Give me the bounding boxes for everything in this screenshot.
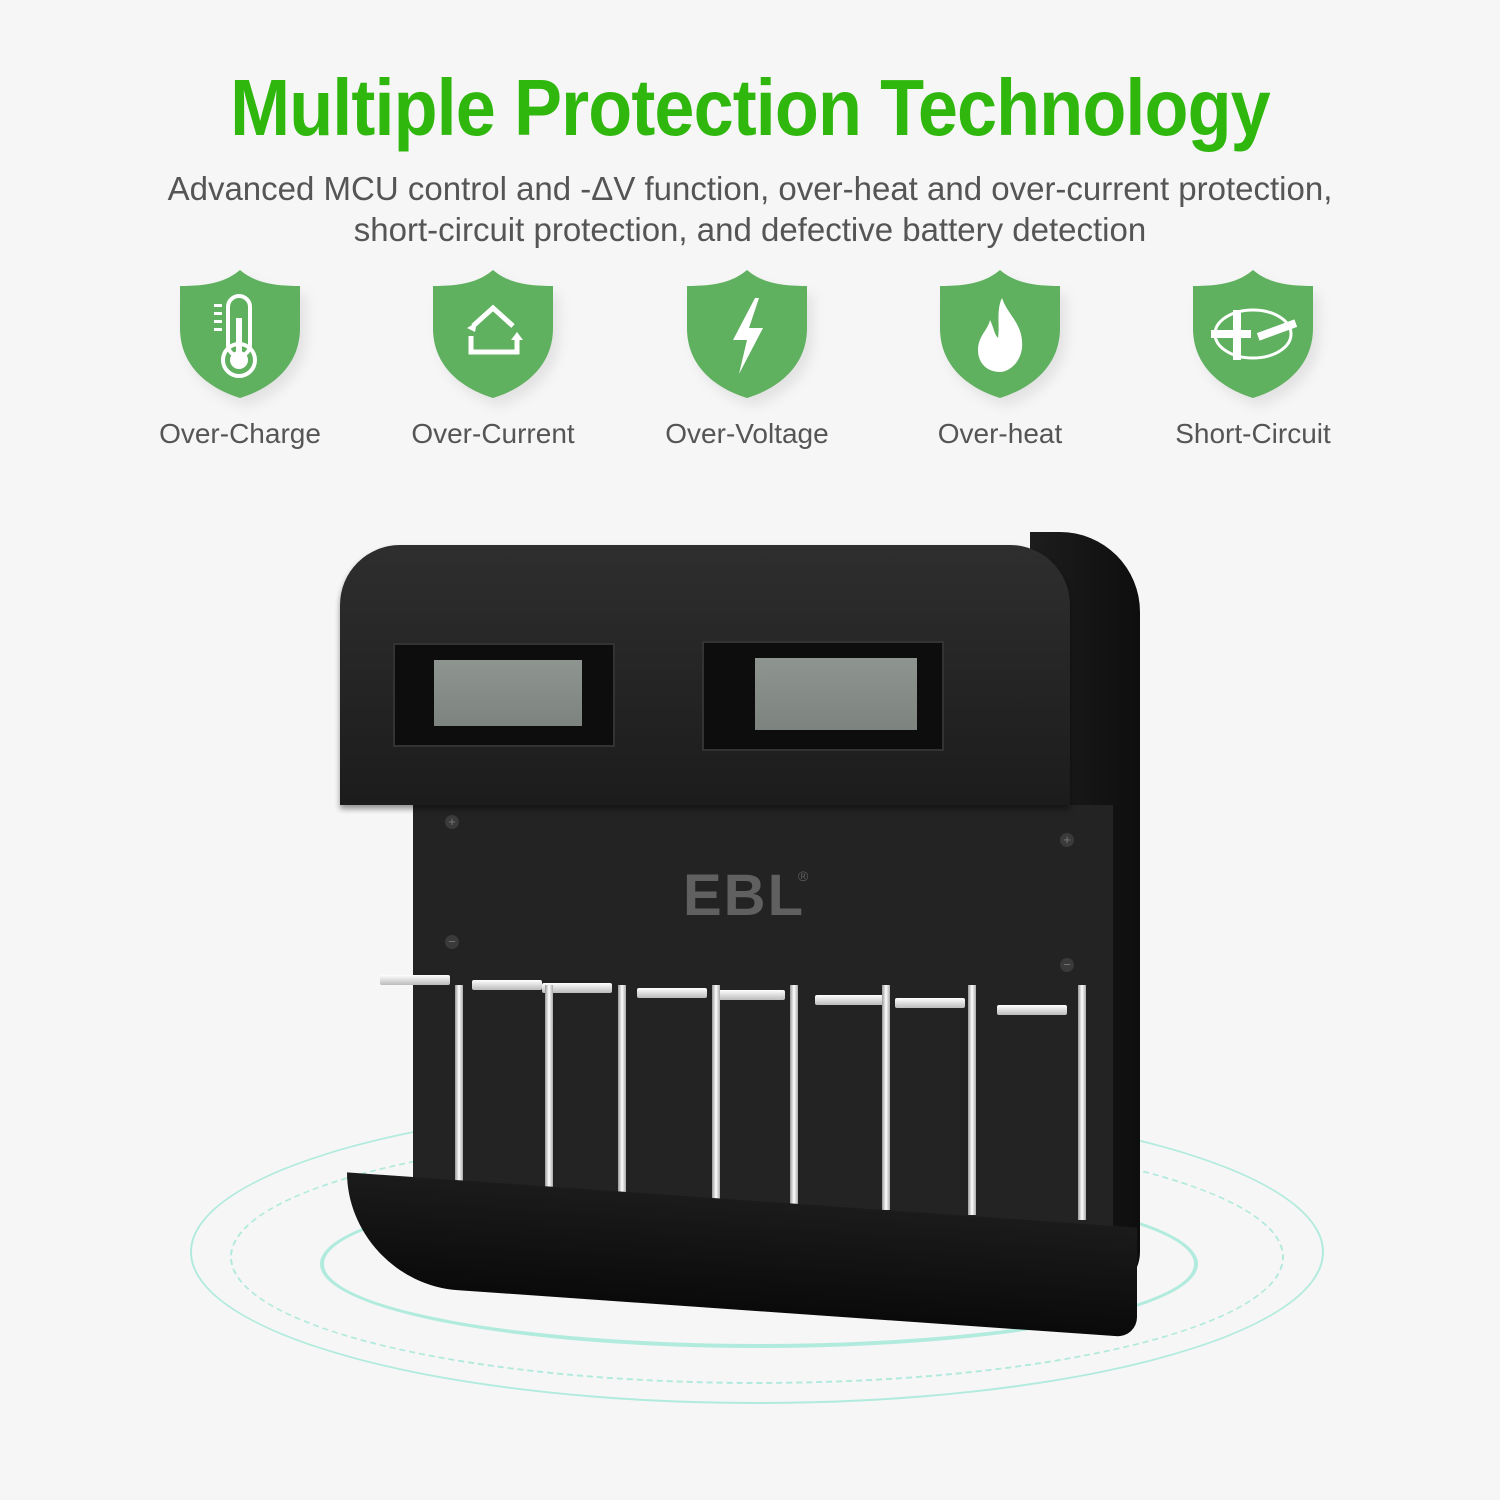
feature-short-circuit: Short-Circuit xyxy=(1133,268,1373,450)
slot-contact xyxy=(895,998,965,1008)
slot-contact xyxy=(715,990,785,1000)
flame-icon xyxy=(940,270,1060,398)
minus-marker: − xyxy=(445,935,459,949)
feature-label: Short-Circuit xyxy=(1175,418,1331,449)
registered-mark: ® xyxy=(798,868,809,884)
lcd-screen-left xyxy=(434,660,582,726)
plus-marker: + xyxy=(445,815,459,829)
feature-label: Over-Voltage xyxy=(665,418,829,449)
lcd-screen-right xyxy=(755,658,917,730)
battery-slot-rail[interactable] xyxy=(790,985,798,1205)
battery-slot-rail[interactable] xyxy=(545,985,553,1190)
subtitle-line-1: Advanced MCU control and -ΔV function, o… xyxy=(167,170,1333,207)
feature-label: Over-Charge xyxy=(159,418,321,449)
feature-label: Over-heat xyxy=(937,418,1063,449)
slot-contact xyxy=(815,995,885,1005)
feature-over-voltage: Over-Voltage xyxy=(627,268,867,450)
battery-slot-rail[interactable] xyxy=(882,985,890,1210)
brand-logo: EBL xyxy=(683,863,805,928)
battery-slot-rail[interactable] xyxy=(968,985,976,1215)
slot-contact xyxy=(637,988,707,998)
feature-over-heat: Over-heat xyxy=(880,268,1120,450)
slot-contact xyxy=(542,983,612,993)
battery-slot-rail[interactable] xyxy=(712,985,720,1200)
slot-contact xyxy=(472,980,542,990)
subtitle-line-2: short-circuit protection, and defective … xyxy=(353,211,1147,248)
minus-marker: − xyxy=(1060,958,1074,972)
plus-marker: + xyxy=(1060,833,1074,847)
cycle-arrows-icon xyxy=(433,270,553,398)
thermometer-icon xyxy=(180,270,300,398)
battery-slot-rail[interactable] xyxy=(618,985,626,1195)
battery-slot-rail[interactable] xyxy=(455,985,463,1185)
feature-label: Over-Current xyxy=(411,418,575,449)
subtitle: Advanced MCU control and -ΔV function, o… xyxy=(0,168,1500,250)
feature-over-current: Over-Current xyxy=(373,268,613,450)
slot-contact xyxy=(380,975,450,985)
charger-front-panel xyxy=(413,805,1113,1235)
page-title: Multiple Protection Technology xyxy=(230,63,1271,152)
feature-over-charge: Over-Charge xyxy=(120,268,360,450)
short-circuit-icon xyxy=(1193,270,1313,398)
lightning-bolt-icon xyxy=(687,270,807,398)
battery-slot-rail[interactable] xyxy=(1078,985,1086,1220)
slot-contact xyxy=(997,1005,1067,1015)
